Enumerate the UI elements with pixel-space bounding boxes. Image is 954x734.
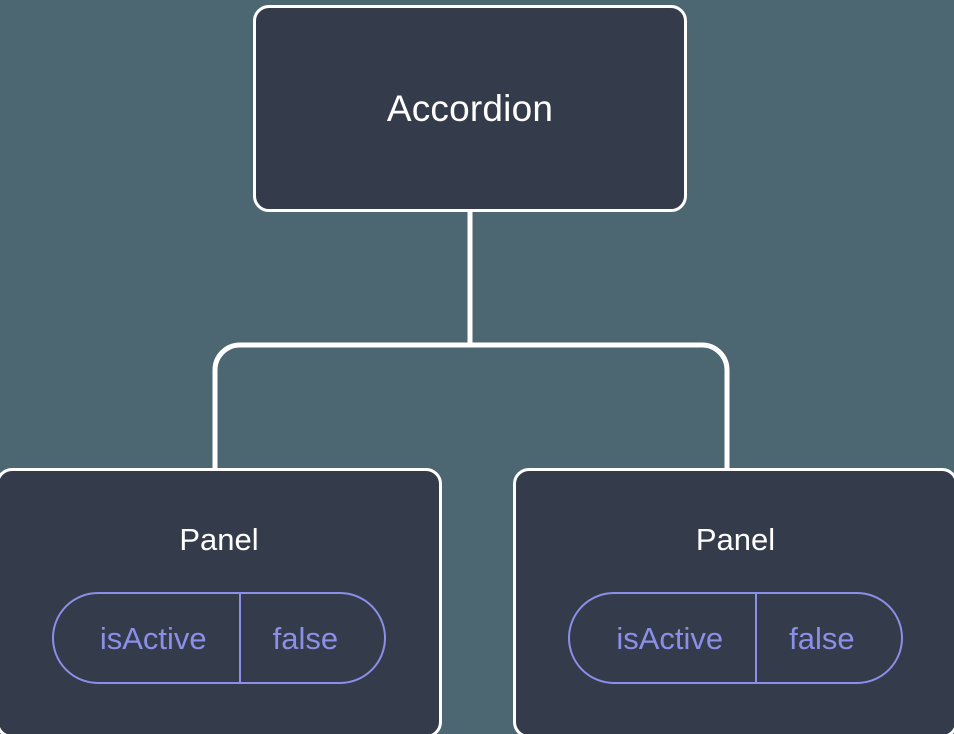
edge-accordion-to-panel-left bbox=[212, 342, 470, 468]
node-accordion[interactable]: Accordion bbox=[253, 5, 687, 212]
node-accordion-label: Accordion bbox=[386, 88, 554, 129]
prop-pill-isactive-left[interactable]: isActive false bbox=[51, 592, 387, 684]
prop-value-label: false bbox=[755, 594, 900, 682]
prop-value-label: false bbox=[238, 594, 384, 682]
edge-accordion-to-panel-right bbox=[470, 342, 730, 468]
node-panel-left-label: Panel bbox=[179, 522, 259, 557]
prop-key-label: isActive bbox=[99, 620, 207, 656]
prop-key-label: isActive bbox=[616, 620, 724, 656]
prop-pill-isactive-right[interactable]: isActive false bbox=[568, 592, 903, 684]
node-panel-left[interactable]: Panel isActive false bbox=[0, 468, 442, 734]
node-panel-right-label: Panel bbox=[695, 522, 776, 557]
node-panel-right[interactable]: Panel isActive false bbox=[513, 468, 954, 734]
